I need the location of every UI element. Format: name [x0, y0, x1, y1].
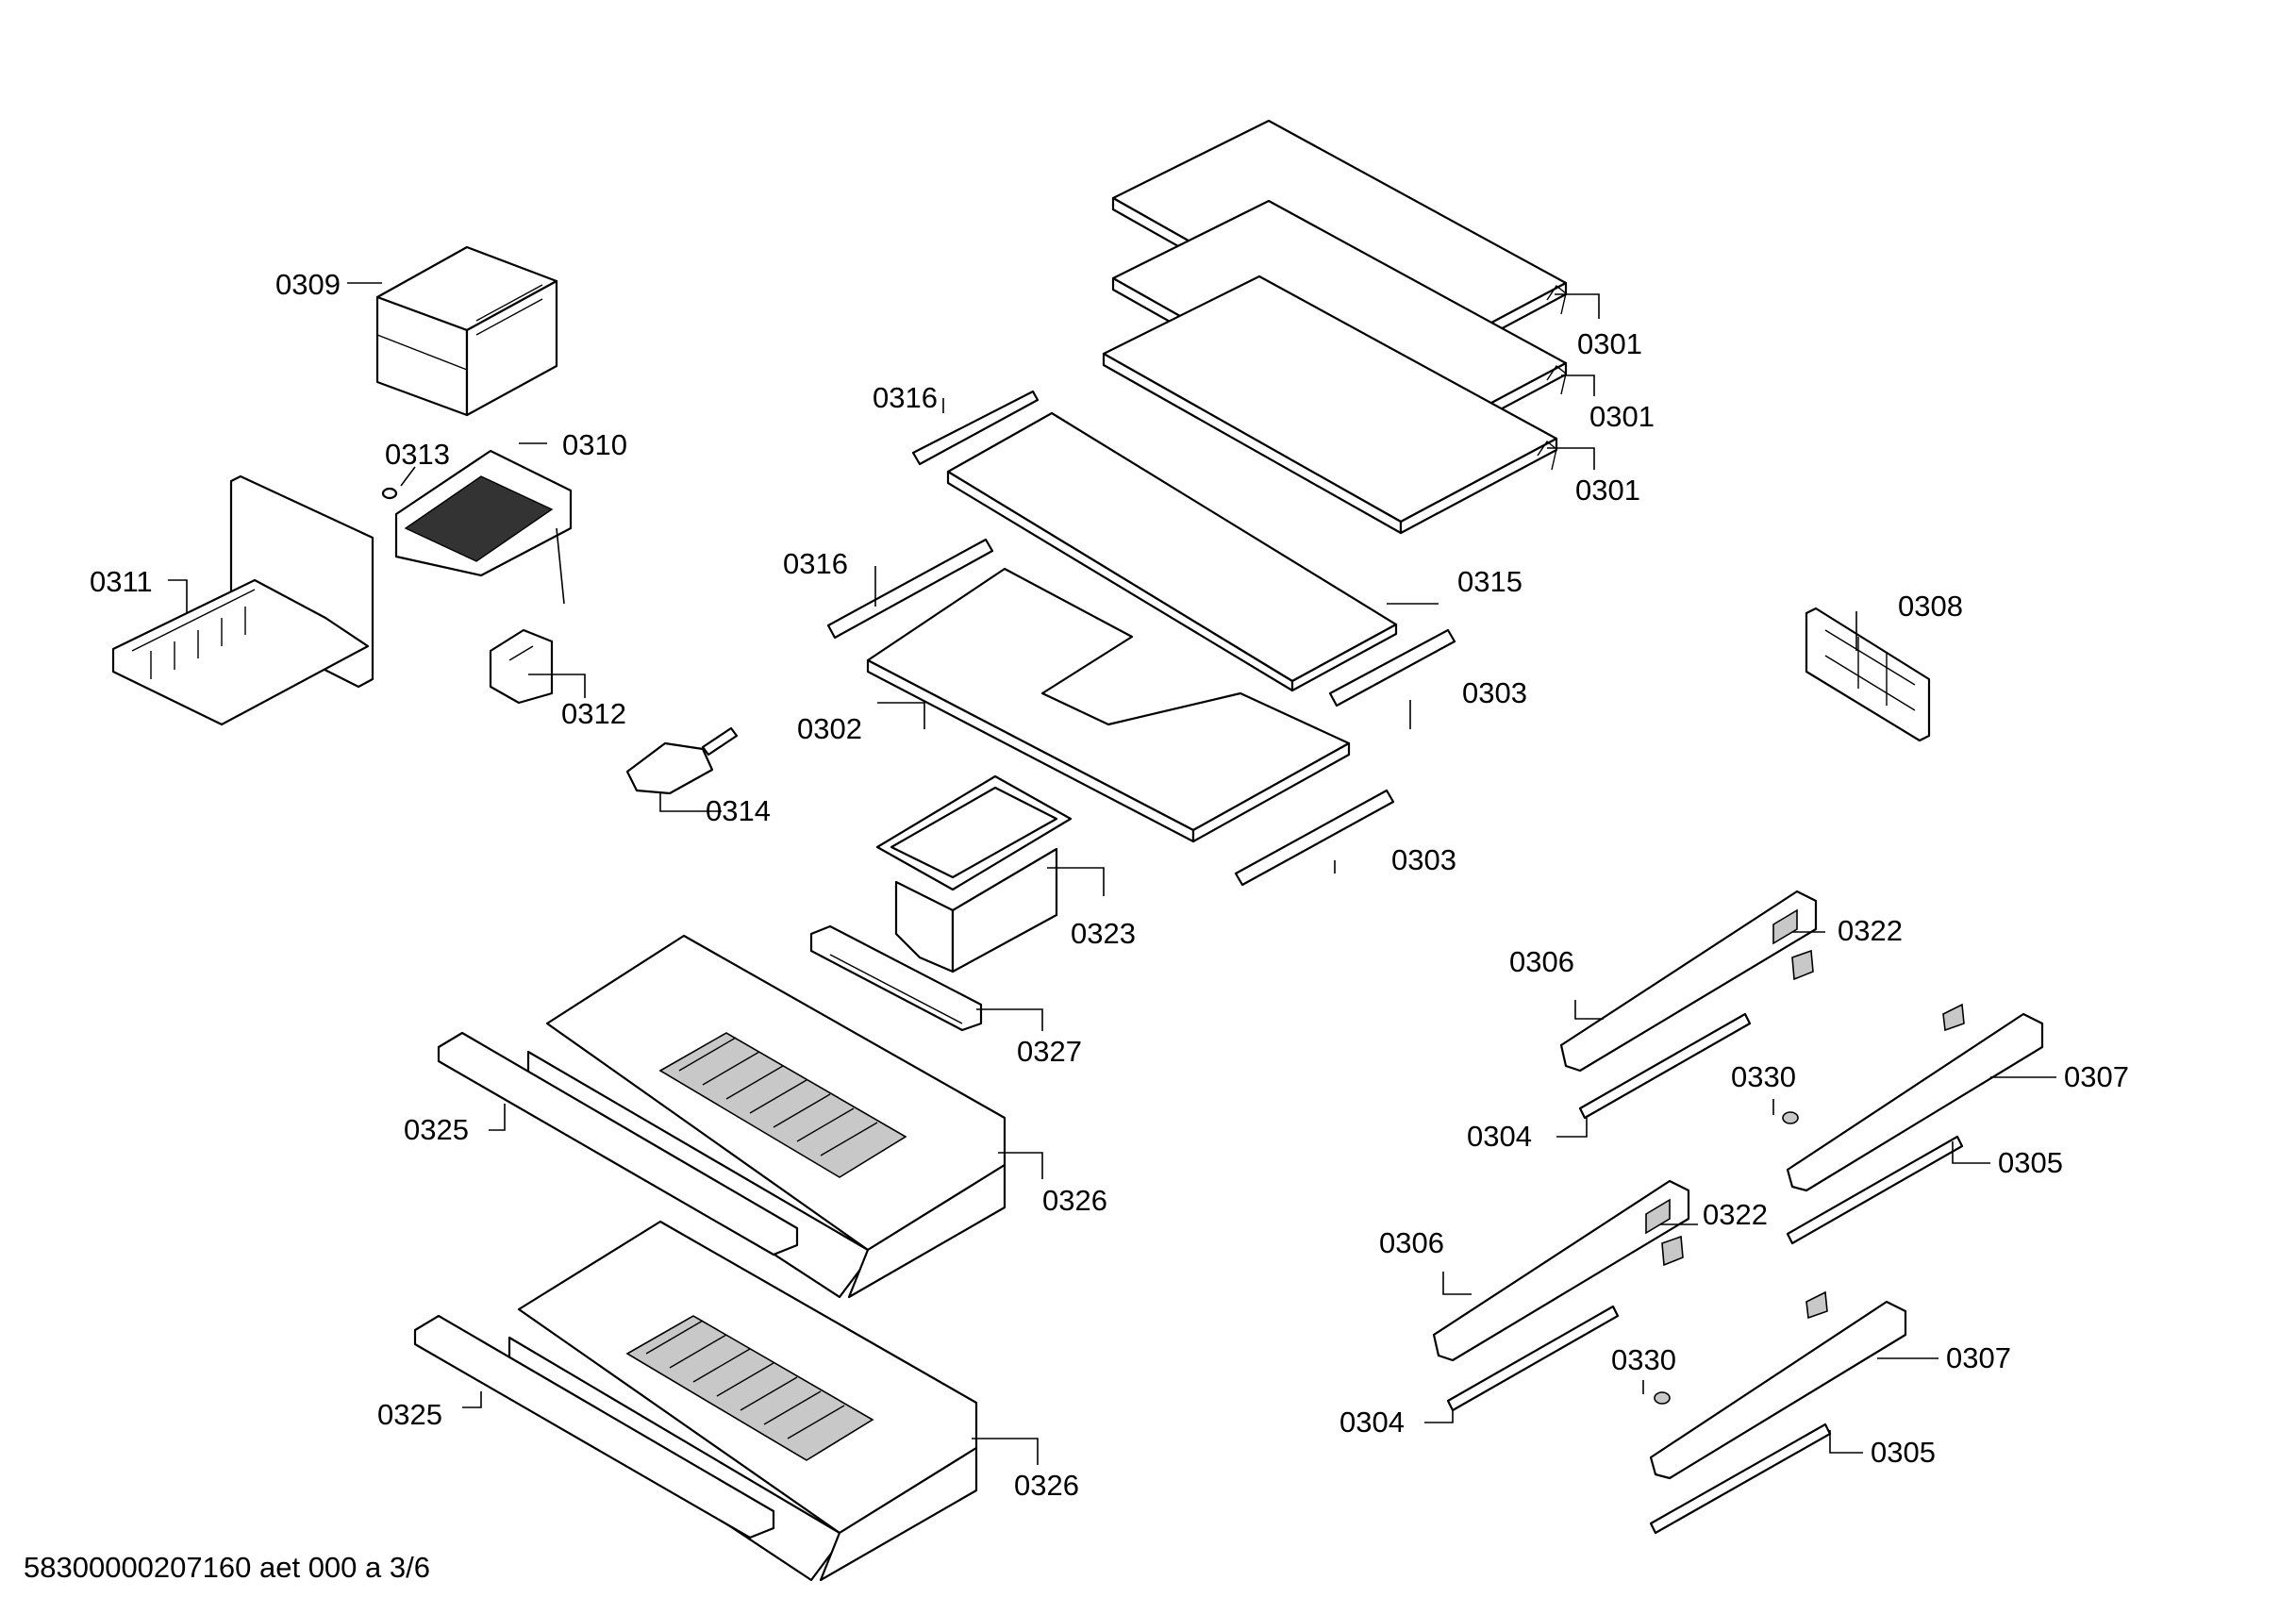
callout-0301-a: 0301: [1577, 327, 1642, 360]
callout-0322-b: 0322: [1703, 1198, 1768, 1231]
callout-0304-a: 0304: [1467, 1120, 1532, 1153]
spacer-upper-0330: [1782, 1111, 1799, 1124]
callout-0306-a: 0306: [1509, 945, 1574, 978]
clip-upper-0322: [1791, 949, 1814, 981]
shelf-0315: [946, 411, 1398, 692]
ice-maker-0310: [394, 449, 573, 605]
callout-0326-b: 0326: [1014, 1469, 1079, 1502]
rail-cover-lower-0306: [1432, 1179, 1690, 1362]
callout-0323: 0323: [1071, 917, 1136, 950]
callout-0307-b: 0307: [1946, 1341, 2011, 1374]
callout-0326-a: 0326: [1042, 1184, 1107, 1217]
callout-0311: 0311: [90, 565, 153, 598]
callout-0327: 0327: [1017, 1035, 1082, 1068]
rail-upper-0304: [1578, 1012, 1752, 1120]
ice-container-0309: [375, 245, 558, 417]
leader-lines: [168, 282, 2056, 1465]
callout-0315: 0315: [1457, 565, 1522, 598]
callout-0310: 0310: [562, 428, 627, 461]
callout-0325-a: 0325: [404, 1113, 469, 1146]
trim-strip-0303-a: [1328, 628, 1456, 707]
callout-0302: 0302: [797, 712, 862, 745]
rail-cover-lower-0307: [1649, 1290, 1907, 1480]
shelf-0302: [866, 567, 1351, 843]
callout-0303-a: 0303: [1462, 676, 1527, 709]
clip-lower-0322: [1661, 1235, 1684, 1267]
callout-0330-a: 0330: [1731, 1060, 1796, 1093]
callout-0316-b: 0316: [783, 547, 848, 580]
callout-0308: 0308: [1898, 590, 1963, 623]
callout-0307-a: 0307: [2064, 1060, 2129, 1093]
callout-0330-b: 0330: [1611, 1343, 1676, 1376]
callout-0301-b: 0301: [1589, 400, 1655, 433]
ice-scoop-0314: [625, 726, 739, 795]
rail-cover-upper-0306: [1559, 890, 1818, 1073]
small-bin-0323: [875, 774, 1073, 973]
cover-panel-0308: [1805, 607, 1931, 742]
glass-shelf-bottom: [1102, 275, 1558, 535]
rail-lower-0304: [1446, 1305, 1620, 1412]
trim-strip-0316-a: [911, 390, 1040, 466]
callout-0303-b: 0303: [1391, 843, 1456, 876]
document-code: 58300000207160 aet 000 a 3/6: [24, 1551, 430, 1584]
callout-0325-b: 0325: [377, 1398, 442, 1431]
callout-0313: 0313: [385, 438, 450, 471]
rail-upper-0305: [1786, 1135, 1964, 1245]
callout-0316-a: 0316: [873, 381, 938, 414]
trim-0327: [809, 924, 983, 1032]
callout-0305-b: 0305: [1871, 1436, 1936, 1469]
ice-tray-frame-0311: [111, 474, 374, 726]
callout-0312: 0312: [561, 697, 626, 730]
drawer-handle-lower-0325: [413, 1314, 775, 1539]
trim-strip-0303-b: [1234, 789, 1395, 887]
bracket-0312: [489, 628, 554, 705]
callout-0314: 0314: [706, 794, 771, 827]
callout-0304-b: 0304: [1339, 1406, 1405, 1439]
callout-0309: 0309: [275, 268, 341, 301]
callout-0301-c: 0301: [1575, 474, 1640, 507]
drawer-handle-upper-0325: [437, 1031, 799, 1256]
rail-cover-upper-0307: [1786, 1003, 2044, 1192]
callout-0305-a: 0305: [1998, 1146, 2063, 1179]
callout-0322-a: 0322: [1838, 914, 1903, 947]
callout-labels: 0301 0301 0301 0302 0303 0303 0304 0304 …: [90, 268, 2129, 1502]
callout-0306-b: 0306: [1379, 1226, 1444, 1259]
screw-0313: [381, 487, 398, 500]
trim-strip-0316-b: [826, 538, 994, 640]
spacer-lower-0330: [1654, 1391, 1671, 1405]
